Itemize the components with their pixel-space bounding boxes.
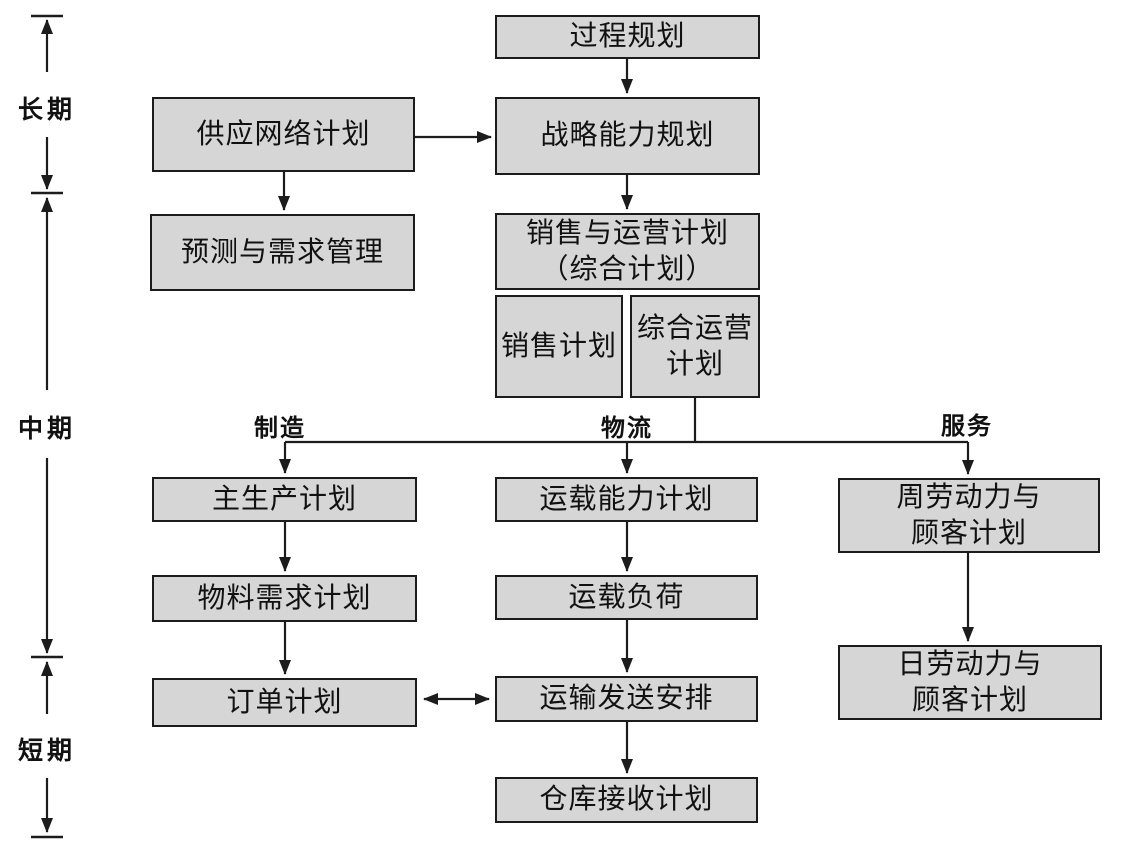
node-sales-operations-planning: 销售与运营计划 （综合计划） [495, 213, 760, 290]
node-weekly-workforce-customer-planning: 周劳动力与 顾客计划 [838, 478, 1100, 553]
node-daily-workforce-customer-planning: 日劳动力与 顾客计划 [838, 645, 1102, 720]
node-vehicle-loading: 运载负荷 [495, 575, 758, 620]
node-vehicle-capacity-planning: 运载能力计划 [495, 477, 758, 522]
node-warehouse-receipt-planning: 仓库接收计划 [495, 777, 758, 823]
node-transport-dispatch-scheduling: 运输发送安排 [495, 676, 758, 722]
node-strategic-capacity-planning: 战略能力规划 [495, 97, 760, 175]
node-sales-plan: 销售计划 [495, 295, 623, 398]
node-order-scheduling: 订单计划 [152, 678, 417, 727]
axis-label-long-term: 长期 [17, 96, 76, 124]
node-process-planning: 过程规划 [495, 15, 760, 59]
node-material-requirements-planning: 物料需求计划 [152, 575, 417, 622]
branch-label-services: 服务 [941, 413, 993, 440]
node-aggregate-operations-plan: 综合运营 计划 [630, 295, 760, 398]
branch-label-logistics: 物流 [601, 415, 653, 442]
node-forecast-demand-management: 预测与需求管理 [150, 214, 415, 291]
node-supply-network-planning: 供应网络计划 [152, 97, 415, 172]
branch-label-manufacturing: 制造 [254, 415, 306, 442]
axis-label-short-term: 短期 [17, 737, 76, 765]
axis-label-mid-term: 中期 [17, 415, 76, 443]
node-master-production-schedule: 主生产计划 [152, 477, 417, 522]
